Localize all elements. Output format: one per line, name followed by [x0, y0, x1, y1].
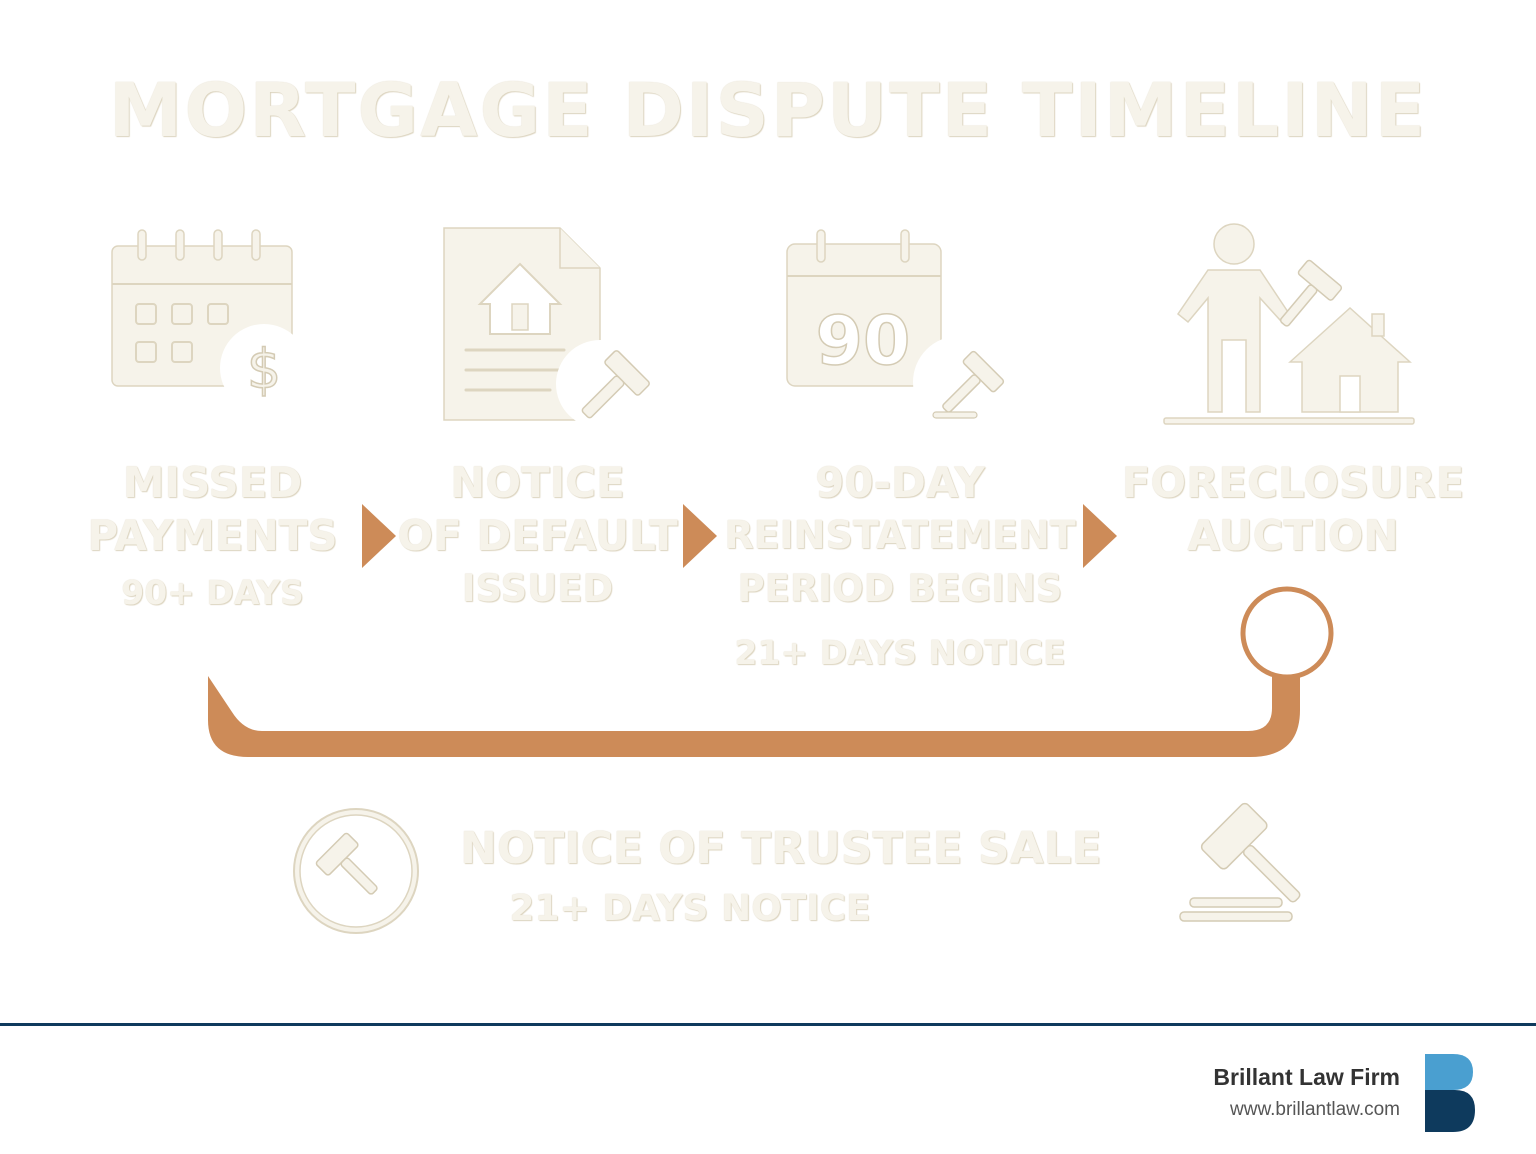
arrow-right-icon [683, 504, 717, 568]
timeline-connector [208, 586, 1334, 757]
step-3-sub: 21+ DAYS NOTICE [734, 633, 1066, 672]
step-label-notice-of-default: NOTICE OF DEFAULT ISSUED [395, 456, 680, 615]
firm-name: Brillant Law Firm [1213, 1064, 1400, 1090]
step-2-line-3: ISSUED [461, 567, 614, 610]
step-4-line-2: AUCTION [1187, 511, 1399, 560]
step-4-line-1: FORECLOSURE [1121, 458, 1465, 507]
svg-text:$: $ [247, 338, 281, 401]
arrow-right-icon [1083, 504, 1117, 568]
document-house-gavel-icon [443, 227, 650, 428]
timeline-end-marker [1240, 586, 1334, 680]
step-3-line-3: PERIOD BEGINS [737, 567, 1063, 610]
step-3-line-2: REINSTATEMENT [724, 513, 1076, 557]
trustee-sale-sub: 21+ DAYS NOTICE [509, 888, 871, 929]
calendar-dollar-icon: $ [111, 229, 298, 408]
auctioneer-house-icon [1163, 223, 1415, 425]
step-1-line-1: MISSED [122, 458, 303, 507]
arrow-right-icon [362, 504, 396, 568]
calendar-number: 90 [816, 302, 911, 381]
step-2-line-1: NOTICE [450, 458, 625, 507]
step-3-line-1: 90-DAY [815, 458, 985, 507]
gavel-circle-icon [293, 808, 419, 934]
step-label-missed-payments: MISSED PAYMENTS [60, 456, 365, 562]
gavel-icon [1179, 802, 1301, 922]
step-2-line-2: OF DEFAULT [397, 511, 678, 560]
footer-divider [0, 1023, 1536, 1026]
calendar-90-gavel-icon: 90 [786, 229, 1005, 423]
step-1-line-2: PAYMENTS [87, 511, 338, 560]
trustee-sale-label: NOTICE OF TRUSTEE SALE [460, 823, 1102, 874]
step-label-foreclosure-auction: FORECLOSURE AUCTION [1118, 456, 1468, 562]
firm-logo-icon [1425, 1054, 1475, 1132]
step-label-reinstatement: 90-DAY REINSTATEMENT PERIOD BEGINS [720, 456, 1080, 615]
page-title: MORTGAGE DISPUTE TIMELINE [108, 68, 1428, 154]
firm-url[interactable]: www.brillantlaw.com [1230, 1099, 1400, 1120]
step-1-sub: 90+ DAYS [121, 573, 304, 612]
